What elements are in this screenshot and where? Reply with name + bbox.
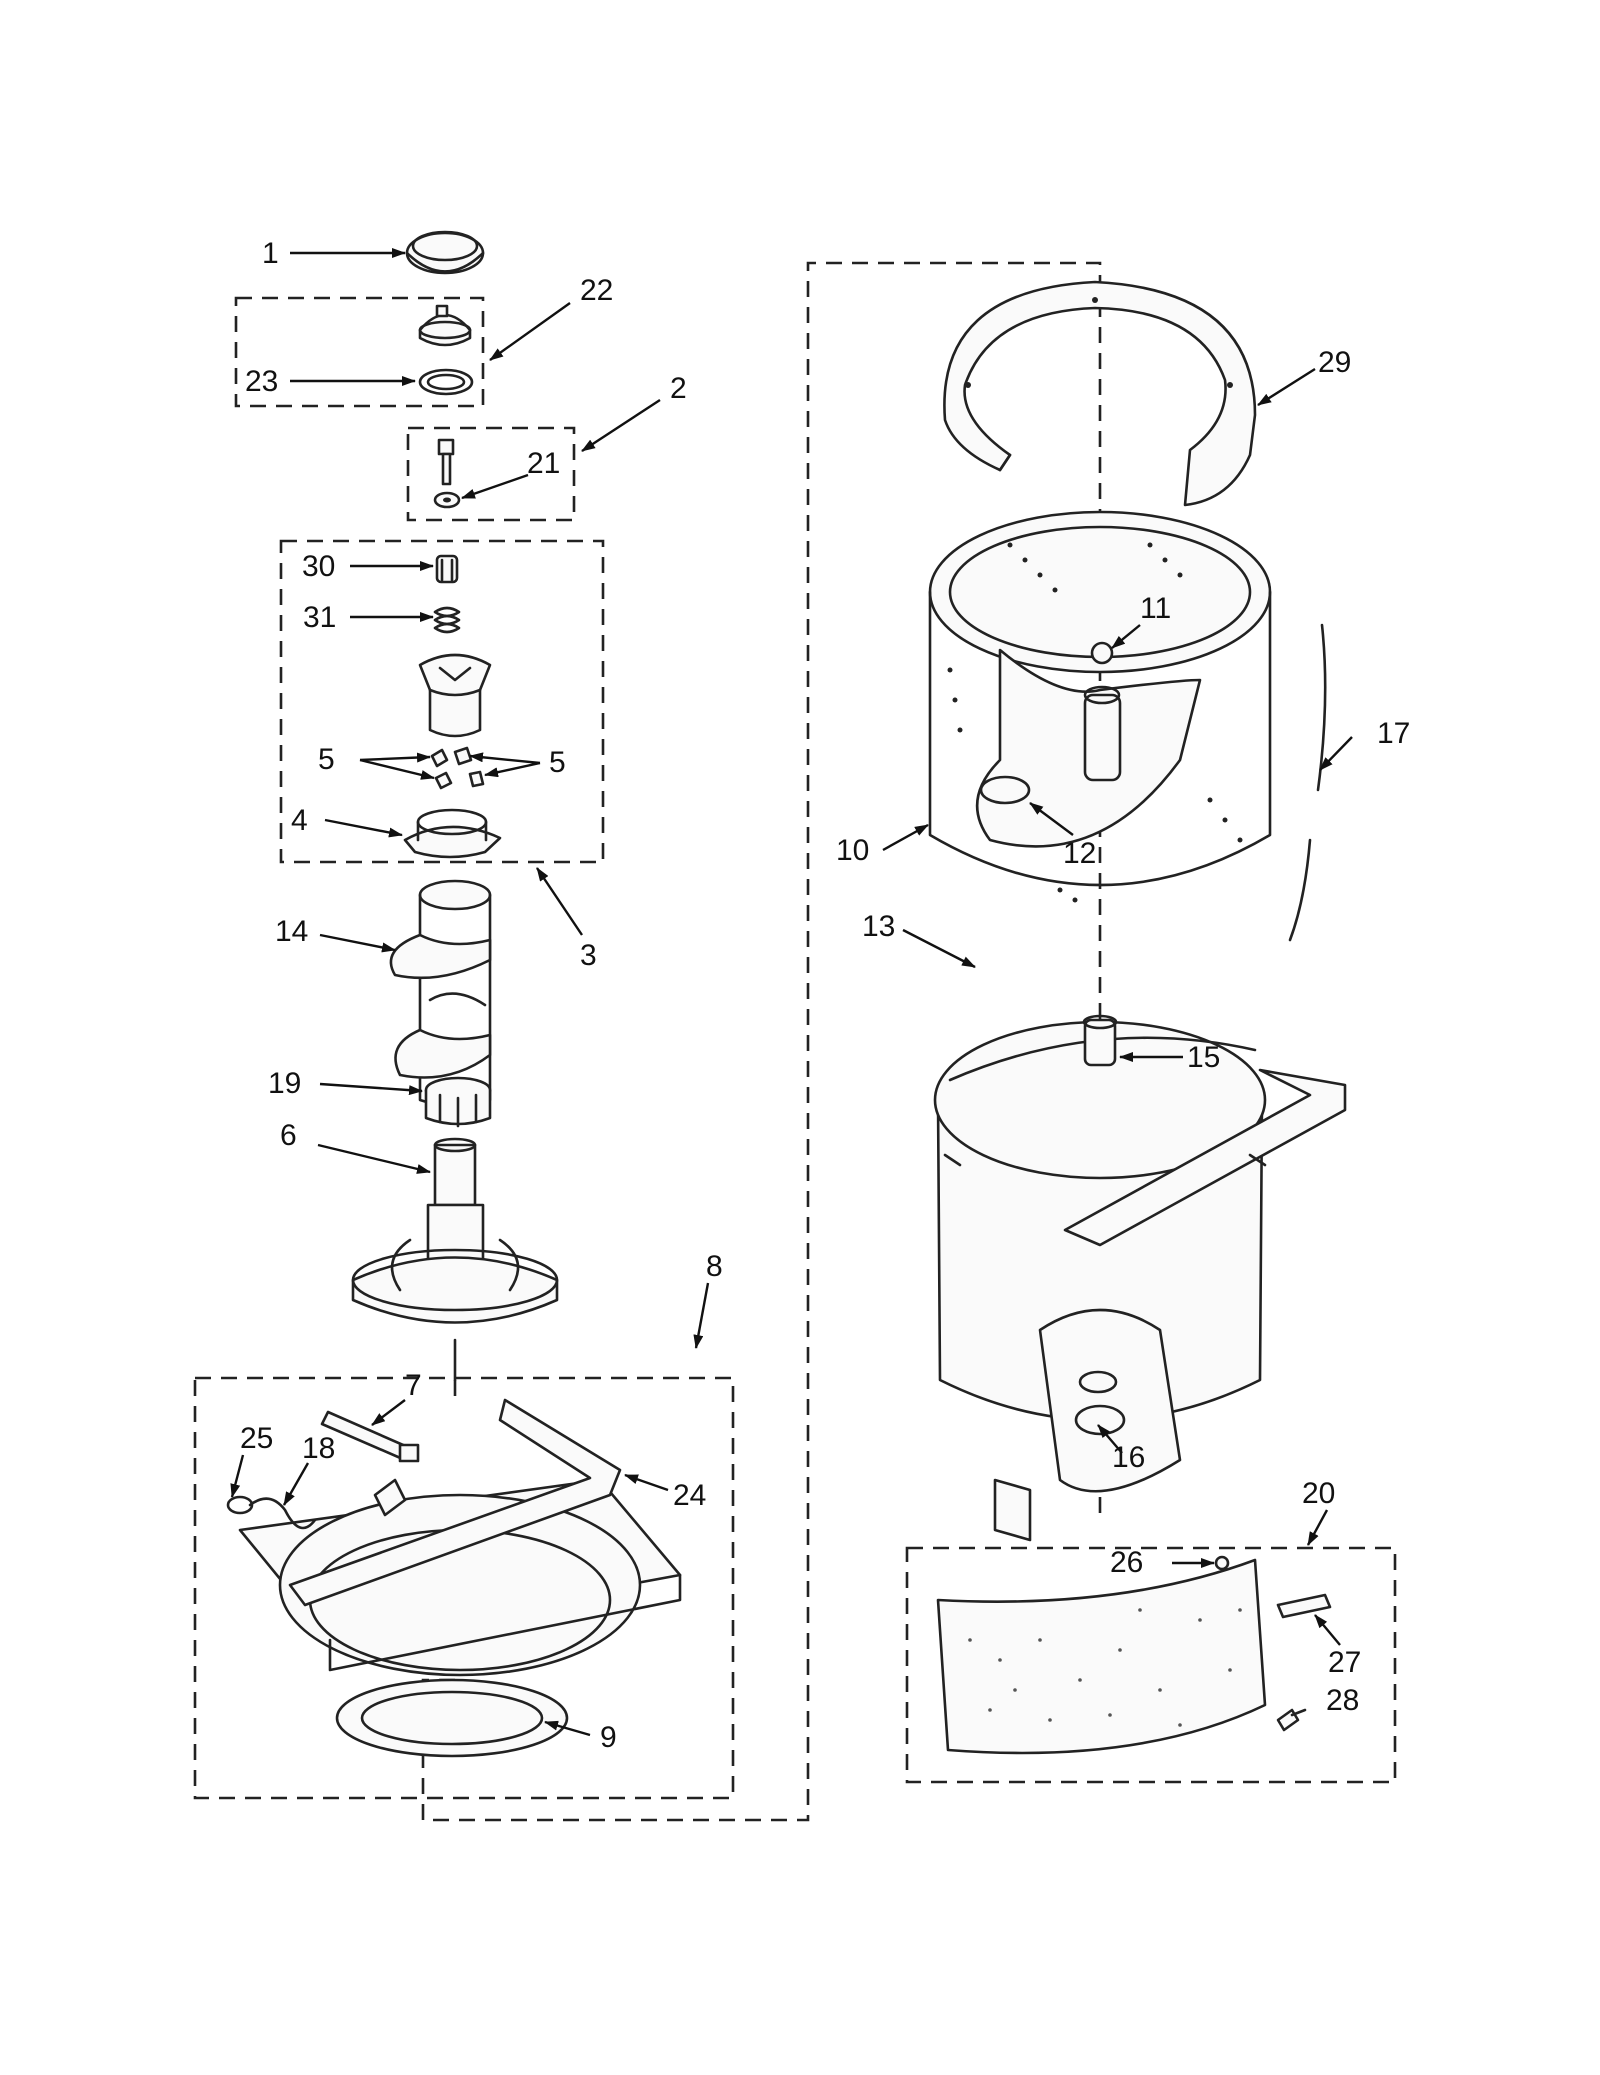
- callout-13: 13: [862, 910, 895, 943]
- callout-10: 10: [836, 834, 869, 867]
- seal-ring-icon: [418, 368, 474, 396]
- callout-14: 14: [275, 915, 308, 948]
- callout-26: 26: [1110, 1546, 1143, 1579]
- drive-bell-icon: [424, 1076, 492, 1128]
- callout-12: 12: [1063, 837, 1096, 870]
- group-box-2: [406, 426, 576, 522]
- cable-tie-icon: [320, 1410, 420, 1463]
- callout-8: 8: [706, 1250, 723, 1283]
- outer-tub-icon: [933, 1014, 1347, 1542]
- callout-17: 17: [1377, 717, 1410, 750]
- spring-icon: [433, 606, 461, 634]
- callout-23: 23: [245, 365, 278, 398]
- callout-27: 27: [1328, 1646, 1361, 1679]
- callout-24: 24: [673, 1479, 706, 1512]
- callout-16: 16: [1112, 1441, 1145, 1474]
- hose-icon: [226, 1478, 407, 1530]
- callout-25: 25: [240, 1422, 273, 1455]
- callout-21: 21: [527, 447, 560, 480]
- callout-3: 3: [580, 939, 597, 972]
- agitator-dogs-icon: [430, 746, 485, 790]
- callout-19: 19: [268, 1067, 301, 1100]
- base-frame-icon: [238, 1478, 682, 1758]
- cap-insert-icon: [418, 304, 472, 347]
- agitator-icon: [389, 879, 492, 1108]
- callout-11: 11: [1140, 592, 1171, 625]
- group-box-22: [234, 296, 485, 408]
- agitator-cap-icon: [405, 230, 485, 275]
- agitator-base-icon: [351, 1137, 559, 1382]
- leader-lines: [230, 248, 1353, 1737]
- group-box-20: [905, 1546, 1397, 1784]
- brace-icon: [288, 1398, 622, 1607]
- callout-22: 22: [580, 274, 613, 307]
- callout-7: 7: [405, 1369, 422, 1402]
- callout-2: 2: [670, 372, 687, 405]
- callout-30: 30: [302, 550, 335, 583]
- cam-icon: [418, 653, 492, 738]
- callout-9: 9: [600, 1721, 617, 1754]
- group-box-8: [193, 1376, 735, 1800]
- callout-31: 31: [303, 601, 336, 634]
- retainer-icon: [403, 808, 502, 859]
- insulation-panel-icon: [936, 1555, 1332, 1755]
- callout-1: 1: [262, 237, 279, 270]
- callout-20: 20: [1302, 1477, 1335, 1510]
- callout-5-left: 5: [318, 743, 335, 776]
- callout-15: 15: [1187, 1041, 1220, 1074]
- group-box-3: [279, 539, 605, 864]
- callout-labels: 1 22 23 2 21 30 31 5 5 4 3 14 19 6 8 7 2…: [240, 237, 1410, 1754]
- tub-ring-icon: [943, 280, 1257, 507]
- callout-29: 29: [1318, 346, 1351, 379]
- callout-18: 18: [302, 1432, 335, 1465]
- pressure-hose-icon: [1288, 623, 1327, 942]
- dog-cap-icon: [435, 554, 459, 584]
- callout-4: 4: [291, 804, 308, 837]
- bolt-icon: [433, 438, 461, 509]
- callout-5-right: 5: [549, 746, 566, 779]
- callout-6: 6: [280, 1119, 297, 1152]
- basket-icon: [928, 510, 1272, 903]
- callout-28: 28: [1326, 1684, 1359, 1717]
